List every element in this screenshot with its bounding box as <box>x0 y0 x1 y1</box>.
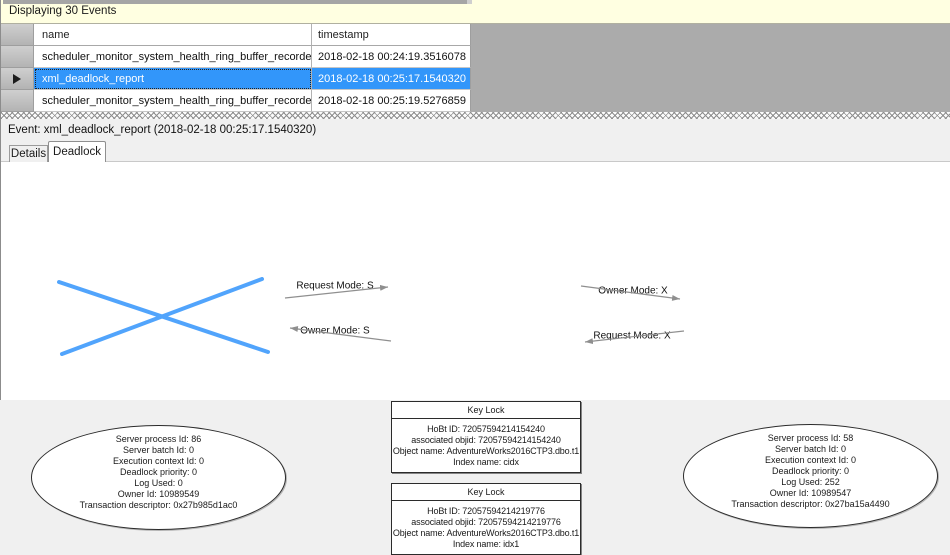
process-line: Execution context Id: 0 <box>764 454 857 465</box>
lock-line: associated objid: 72057594214219776 <box>411 516 561 527</box>
process-line: Execution context Id: 0 <box>112 456 205 466</box>
tab-details[interactable]: Details <box>9 145 48 162</box>
process-line: Transaction descriptor: 0x27b985d1ac0 <box>79 500 238 510</box>
process-line: Owner Id: 10989549 <box>117 489 200 499</box>
row-header-cell[interactable] <box>1 68 34 90</box>
process-line: Deadlock priority: 0 <box>119 467 198 477</box>
current-row-arrow-icon <box>13 73 21 84</box>
lock-line: HoBt ID: 72057594214154240 <box>427 423 545 434</box>
process-node-victim[interactable]: Server process Id: 86 Server batch Id: 0… <box>31 425 286 530</box>
lock-line: Object name: AdventureWorks2016CTP3.dbo.… <box>392 527 580 538</box>
cell-name[interactable]: scheduler_monitor_system_health_ring_buf… <box>34 46 312 68</box>
process-line: Server batch Id: 0 <box>122 445 195 455</box>
lock-line: HoBt ID: 72057594214219776 <box>427 505 545 516</box>
cell-timestamp[interactable]: 2018-02-18 00:25:17.1540320 <box>312 68 471 90</box>
row-header-cell[interactable] <box>1 90 34 112</box>
deadlock-graph-pane: Server process Id: 86 Server batch Id: 0… <box>1 162 950 555</box>
cell-timestamp[interactable]: 2018-02-18 00:25:19.5276859 <box>312 90 471 112</box>
edge-label-request-x: Request Mode: X <box>593 330 671 342</box>
detail-tabs: Details Deadlock <box>1 141 950 162</box>
table-row[interactable]: scheduler_monitor_system_health_ring_buf… <box>1 90 471 112</box>
process-line: Owner Id: 10989547 <box>769 487 852 498</box>
table-row-selected[interactable]: xml_deadlock_report 2018-02-18 00:25:17.… <box>1 68 471 90</box>
column-header-name[interactable]: name <box>34 24 312 46</box>
column-header-timestamp[interactable]: timestamp <box>312 24 471 46</box>
process-line: Server process Id: 58 <box>767 432 854 443</box>
process-line: Log Used: 0 <box>134 478 183 488</box>
process-node[interactable]: Server process Id: 58 Server batch Id: 0… <box>683 424 938 528</box>
lock-title: Key Lock <box>392 402 580 419</box>
pane-splitter[interactable] <box>1 112 950 119</box>
edge-label-owner-x: Owner Mode: X <box>598 285 668 297</box>
process-line: Log Used: 252 <box>781 476 840 487</box>
lock-line: Index name: cidx <box>453 456 519 467</box>
process-line: Deadlock priority: 0 <box>771 465 850 476</box>
top-edge-sliver-tail <box>467 0 472 4</box>
top-edge-sliver <box>3 0 467 4</box>
events-count-label: Displaying 30 Events <box>9 5 117 17</box>
process-line: Transaction descriptor: 0x27ba15a4490 <box>731 498 890 509</box>
row-header-cell[interactable] <box>1 46 34 68</box>
cell-timestamp[interactable]: 2018-02-18 00:24:19.3516078 <box>312 46 471 68</box>
lock-line: associated objid: 72057594214154240 <box>411 434 561 445</box>
lock-line: Index name: idx1 <box>452 538 520 549</box>
cell-name[interactable]: xml_deadlock_report <box>34 68 312 90</box>
edge-label-request-s: Request Mode: S <box>296 280 374 292</box>
events-grid: name timestamp scheduler_monitor_system_… <box>1 24 950 112</box>
lock-title: Key Lock <box>392 484 580 501</box>
key-lock-node-top[interactable]: Key Lock HoBt ID: 72057594214154240 asso… <box>391 401 581 473</box>
process-line: Server batch Id: 0 <box>774 443 847 454</box>
cell-name[interactable]: scheduler_monitor_system_health_ring_buf… <box>34 90 312 112</box>
table-row[interactable]: scheduler_monitor_system_health_ring_buf… <box>1 46 471 68</box>
process-line: Server process Id: 86 <box>115 434 202 444</box>
events-count-bar: Displaying 30 Events <box>1 0 950 24</box>
tab-deadlock[interactable]: Deadlock <box>48 141 106 162</box>
grid-corner-cell[interactable] <box>1 24 34 46</box>
key-lock-node-bottom[interactable]: Key Lock HoBt ID: 72057594214219776 asso… <box>391 483 581 555</box>
lock-line: Object name: AdventureWorks2016CTP3.dbo.… <box>392 445 580 456</box>
event-description-bar: Event: xml_deadlock_report (2018-02-18 0… <box>1 119 950 141</box>
edge-label-owner-s: Owner Mode: S <box>300 325 370 337</box>
grid-header-row: name timestamp <box>1 24 471 46</box>
event-description-label: Event: xml_deadlock_report (2018-02-18 0… <box>8 124 317 136</box>
tabstrip-baseline <box>1 161 950 162</box>
